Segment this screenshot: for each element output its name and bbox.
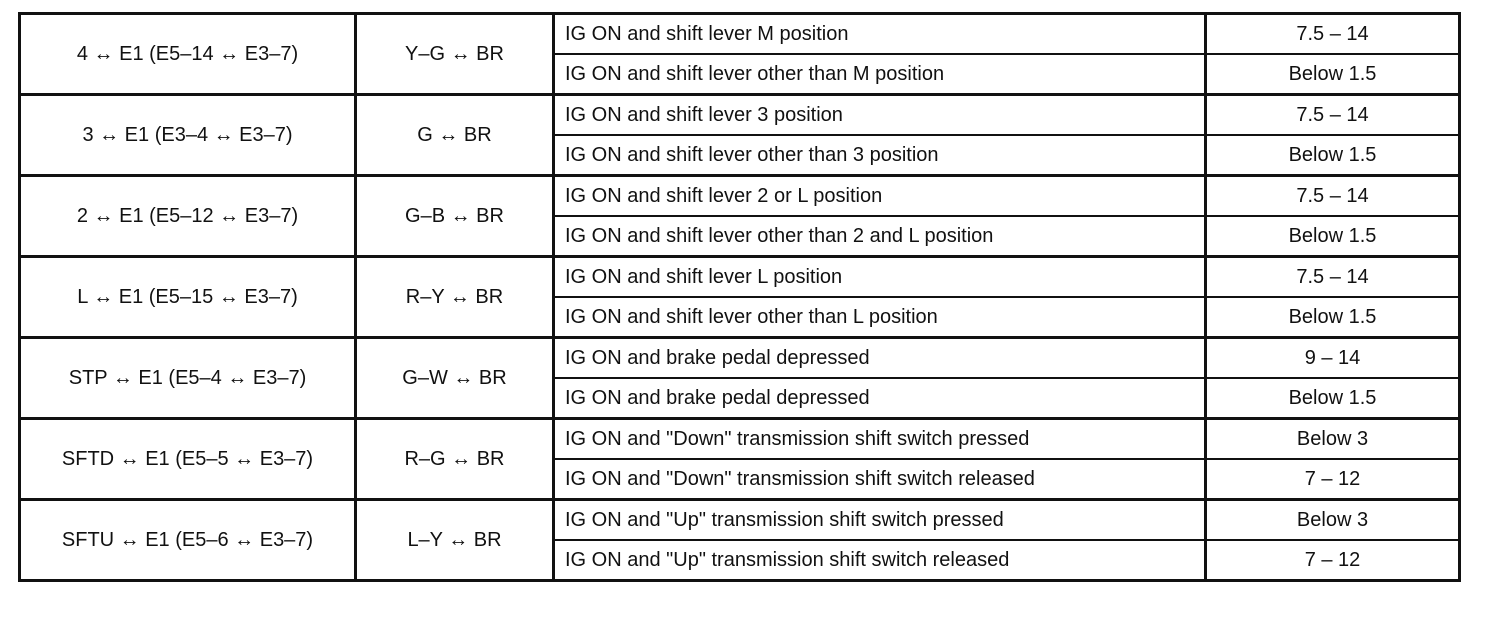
terminal-cell: 4 ↔ E1 (E5–14 ↔ E3–7) xyxy=(18,12,357,96)
table-row: IG ON and shift lever other than 2 and L… xyxy=(20,215,1461,258)
condition-cell: IG ON and shift lever other than L posit… xyxy=(552,296,1207,339)
specified-value-cell: 7.5 – 14 xyxy=(1204,174,1461,217)
condition-cell: IG ON and "Down" transmission shift swit… xyxy=(552,417,1207,460)
table-row: IG ON and shift lever other than 3 posit… xyxy=(20,134,1461,177)
condition-cell: IG ON and shift lever 2 or L position xyxy=(552,174,1207,217)
specified-value-cell: Below 3 xyxy=(1204,498,1461,541)
specified-value-cell: 7.5 – 14 xyxy=(1204,255,1461,298)
wire-color-cell: G–B ↔ BR xyxy=(354,174,555,258)
wire-color-cell: G ↔ BR xyxy=(354,93,555,177)
terminal-cell: STP ↔ E1 (E5–4 ↔ E3–7) xyxy=(18,336,357,420)
table-row: IG ON and shift lever other than L posit… xyxy=(20,296,1461,339)
condition-cell: IG ON and "Up" transmission shift switch… xyxy=(552,539,1207,582)
table-row: SFTU ↔ E1 (E5–6 ↔ E3–7) L–Y ↔ BR IG ON a… xyxy=(18,498,1461,582)
specified-value-cell: Below 3 xyxy=(1204,417,1461,460)
condition-cell: IG ON and shift lever other than M posit… xyxy=(552,53,1207,96)
table-row: IG ON and brake pedal depressed Below 1.… xyxy=(20,377,1461,420)
table-row: IG ON and shift lever other than M posit… xyxy=(20,53,1461,96)
specified-value-cell: 7 – 12 xyxy=(1204,458,1461,501)
specified-value-cell: Below 1.5 xyxy=(1204,215,1461,258)
terminal-cell: SFTD ↔ E1 (E5–5 ↔ E3–7) xyxy=(18,417,357,501)
specified-value-cell: 7.5 – 14 xyxy=(1204,12,1461,55)
condition-cell: IG ON and brake pedal depressed xyxy=(552,377,1207,420)
specified-value-cell: 7.5 – 14 xyxy=(1204,93,1461,136)
table-row: SFTD ↔ E1 (E5–5 ↔ E3–7) R–G ↔ BR IG ON a… xyxy=(18,417,1461,501)
specified-value-cell: Below 1.5 xyxy=(1204,296,1461,339)
condition-cell: IG ON and shift lever other than 2 and L… xyxy=(552,215,1207,258)
specified-value-cell: 7 – 12 xyxy=(1204,539,1461,582)
terminal-cell: 2 ↔ E1 (E5–12 ↔ E3–7) xyxy=(18,174,357,258)
wire-color-cell: Y–G ↔ BR xyxy=(354,12,555,96)
condition-cell: IG ON and shift lever 3 position xyxy=(552,93,1207,136)
wire-color-cell: L–Y ↔ BR xyxy=(354,498,555,582)
specified-value-cell: Below 1.5 xyxy=(1204,53,1461,96)
table-row: STP ↔ E1 (E5–4 ↔ E3–7) G–W ↔ BR IG ON an… xyxy=(18,336,1461,420)
table-row: 4 ↔ E1 (E5–14 ↔ E3–7) Y–G ↔ BR IG ON and… xyxy=(18,12,1461,96)
table-row: 2 ↔ E1 (E5–12 ↔ E3–7) G–B ↔ BR IG ON and… xyxy=(18,174,1461,258)
terminal-cell: L ↔ E1 (E5–15 ↔ E3–7) xyxy=(18,255,357,339)
table-row: IG ON and "Up" transmission shift switch… xyxy=(20,539,1461,582)
table-row: IG ON and "Down" transmission shift swit… xyxy=(20,458,1461,501)
condition-cell: IG ON and shift lever M position xyxy=(552,12,1207,55)
terminal-cell: SFTU ↔ E1 (E5–6 ↔ E3–7) xyxy=(18,498,357,582)
condition-cell: IG ON and "Down" transmission shift swit… xyxy=(552,458,1207,501)
condition-cell: IG ON and shift lever L position xyxy=(552,255,1207,298)
condition-cell: IG ON and brake pedal depressed xyxy=(552,336,1207,379)
wire-color-cell: G–W ↔ BR xyxy=(354,336,555,420)
terminal-voltage-table: 4 ↔ E1 (E5–14 ↔ E3–7) Y–G ↔ BR IG ON and… xyxy=(18,12,1461,582)
specified-value-cell: Below 1.5 xyxy=(1204,377,1461,420)
table-row: L ↔ E1 (E5–15 ↔ E3–7) R–Y ↔ BR IG ON and… xyxy=(18,255,1461,339)
wire-color-cell: R–G ↔ BR xyxy=(354,417,555,501)
specified-value-cell: 9 – 14 xyxy=(1204,336,1461,379)
condition-cell: IG ON and shift lever other than 3 posit… xyxy=(552,134,1207,177)
table-row: 3 ↔ E1 (E3–4 ↔ E3–7) G ↔ BR IG ON and sh… xyxy=(18,93,1461,177)
specified-value-cell: Below 1.5 xyxy=(1204,134,1461,177)
wire-color-cell: R–Y ↔ BR xyxy=(354,255,555,339)
terminal-cell: 3 ↔ E1 (E3–4 ↔ E3–7) xyxy=(18,93,357,177)
condition-cell: IG ON and "Up" transmission shift switch… xyxy=(552,498,1207,541)
